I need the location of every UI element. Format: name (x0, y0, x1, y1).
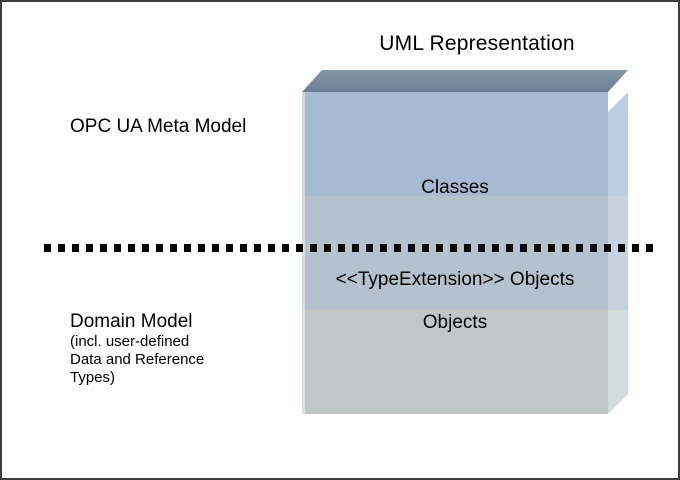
label-domain-model-sub-line-3: Types) (70, 369, 116, 386)
block-band-classes (302, 92, 608, 196)
model-separator-dotted-line (44, 243, 658, 253)
block-side-face-type-extension (608, 196, 628, 310)
label-domain-model-sub-line-1: (incl. user-defined (70, 333, 190, 350)
label-opc-ua-meta-model: OPC UA Meta Model (70, 116, 247, 137)
block-side-face-classes (608, 92, 628, 196)
layered-block-3d: Classes <<TypeExtension>> Objects Object… (302, 70, 628, 416)
label-domain-model-heading: Domain Model (70, 311, 193, 332)
label-domain-model-sub-line-2: Data and Reference (70, 351, 205, 368)
label-domain-model-group: Domain Model (incl. user-defined Data an… (70, 310, 204, 387)
block-band-label-objects: Objects (422, 312, 488, 333)
block-band-objects (302, 310, 608, 414)
page-title: UML Representation (379, 32, 575, 55)
block-side-face-objects (608, 310, 628, 414)
block-band-label-type-extension: <<TypeExtension>> Objects (335, 269, 575, 290)
block-band-type-extension (302, 196, 608, 310)
block-top-face (302, 70, 628, 92)
block-front-left-edge (302, 92, 305, 414)
block-band-label-classes: Classes (421, 177, 489, 198)
